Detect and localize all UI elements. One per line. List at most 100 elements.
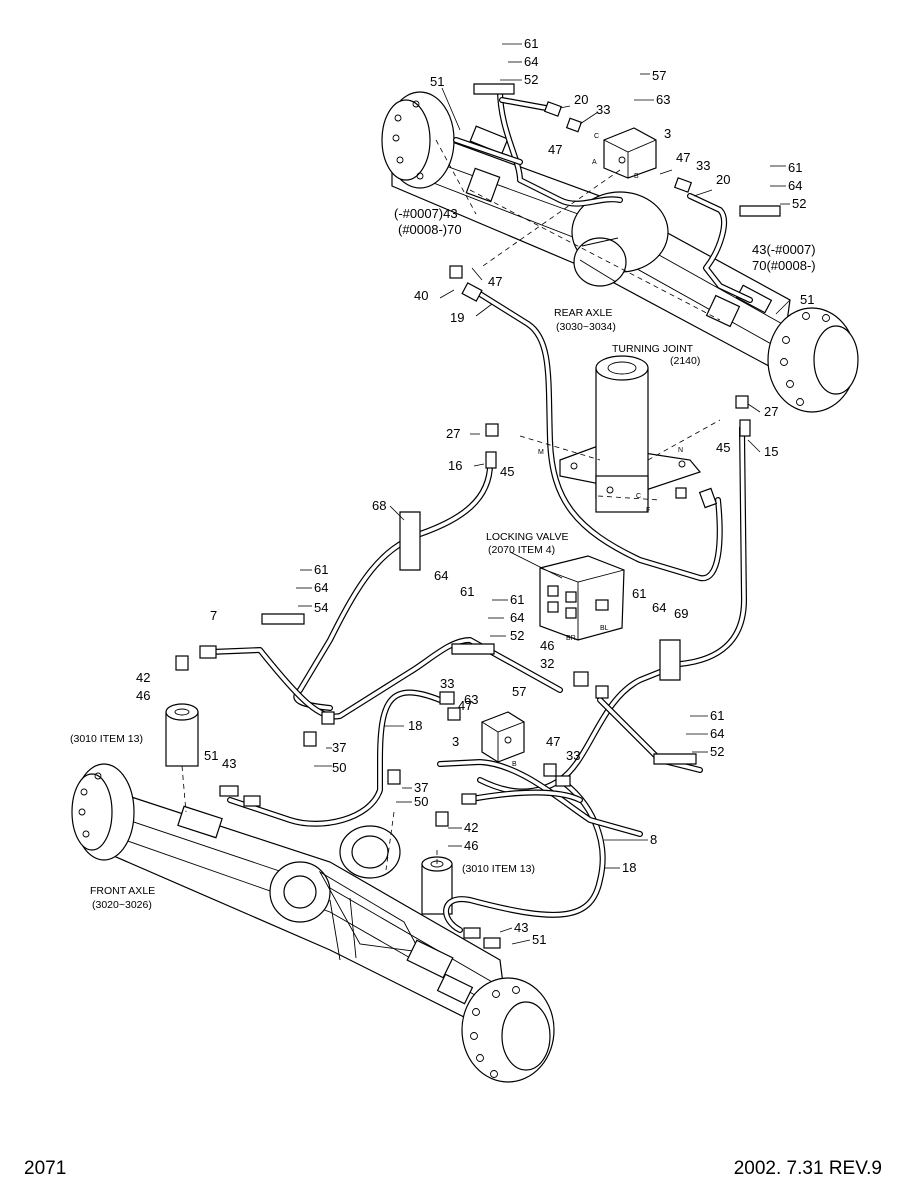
callout-46-b: 46 <box>540 638 554 653</box>
port-m: M <box>538 449 544 456</box>
callout-61-e: 61 <box>510 592 524 607</box>
turning-joint-assembly <box>559 355 702 513</box>
locking-valve-assembly <box>539 555 625 641</box>
callout-15: 15 <box>764 444 778 459</box>
block-upper <box>603 127 657 179</box>
callout-52-d: 52 <box>710 744 724 759</box>
callout-51-a: 51 <box>430 74 444 89</box>
callout-33-d: 33 <box>566 748 580 763</box>
callout-61-f: 61 <box>632 586 646 601</box>
port-f: F <box>646 507 650 514</box>
callout-47-b: 47 <box>676 150 690 165</box>
port-br: BR <box>566 635 576 642</box>
callout-54: 54 <box>314 600 328 615</box>
callout-43-b: 43 <box>514 920 528 935</box>
callout-32: 32 <box>540 656 554 671</box>
rear-axle-label: REAR AXLE <box>554 307 612 319</box>
callout-18-b: 18 <box>622 860 636 875</box>
callout-61-b: 61 <box>788 160 802 175</box>
callout-45-b: 45 <box>716 440 730 455</box>
callout-64-e: 64 <box>510 610 524 625</box>
callout-labels: 61 64 52 51 20 33 47 57 63 3 47 33 20 61… <box>136 36 814 947</box>
front-axle-ref: (3020~3026) <box>92 899 152 911</box>
callout-61-d: 61 <box>314 562 328 577</box>
port-letters: A B C M N C F BR BL B <box>512 133 683 768</box>
callout-64-g: 64 <box>710 726 724 741</box>
callout-50-a: 50 <box>332 760 346 775</box>
callout-37-a: 37 <box>332 740 346 755</box>
port-b: B <box>634 173 639 180</box>
variant-left-a: (-#0007)43 <box>394 206 458 221</box>
variant-labels: (-#0007)43 (#0008-)70 43(-#0007) 70(#000… <box>394 206 816 273</box>
callout-33-b: 33 <box>696 158 710 173</box>
callout-57-b: 57 <box>512 684 526 699</box>
rear-axle-ref: (3030~3034) <box>556 321 616 333</box>
locking-valve-ref: (2070 ITEM 4) <box>488 544 555 556</box>
callout-42-b: 42 <box>464 820 478 835</box>
variant-right-a: 43(-#0007) <box>752 242 816 257</box>
callout-69: 69 <box>674 606 688 621</box>
callout-8: 8 <box>650 832 657 847</box>
callout-27-b: 27 <box>764 404 778 419</box>
callout-33-a: 33 <box>596 102 610 117</box>
callout-64-a: 64 <box>524 54 538 69</box>
leader-lines <box>296 43 791 945</box>
callout-40: 40 <box>414 288 428 303</box>
callout-63-a: 63 <box>656 92 670 107</box>
cyl-ref-left: (3010 ITEM 13) <box>70 733 143 745</box>
callout-52-c: 52 <box>510 628 524 643</box>
callout-42-a: 42 <box>136 670 150 685</box>
cylinder-left <box>165 703 199 767</box>
port-a: A <box>592 159 597 166</box>
rear-axle-assembly <box>381 91 859 413</box>
callout-33-c: 33 <box>440 676 454 691</box>
callout-51-d: 51 <box>532 932 546 947</box>
port-b2: B <box>512 761 517 768</box>
callout-7: 7 <box>210 608 217 623</box>
fittings <box>175 101 751 949</box>
hose-network <box>207 87 753 933</box>
callout-61-c: 61 <box>460 584 474 599</box>
callout-64-b: 64 <box>788 178 802 193</box>
callout-37-b: 37 <box>414 780 428 795</box>
clamps <box>261 83 781 765</box>
port-c2: C <box>636 493 641 500</box>
callout-64-d: 64 <box>314 580 328 595</box>
cyl-ref-right: (3010 ITEM 13) <box>462 863 535 875</box>
callout-61-g: 61 <box>710 708 724 723</box>
callout-47-e: 47 <box>546 734 560 749</box>
reference-lines <box>181 139 721 871</box>
callout-47-c: 47 <box>488 274 502 289</box>
turning-joint-label: TURNING JOINT <box>612 343 694 355</box>
front-axle-label: FRONT AXLE <box>90 885 155 897</box>
locking-valve-label: LOCKING VALVE <box>486 531 568 543</box>
callout-52-b: 52 <box>792 196 806 211</box>
callout-20-a: 20 <box>574 92 588 107</box>
callout-18-a: 18 <box>408 718 422 733</box>
callout-61-a: 61 <box>524 36 538 51</box>
callout-52-a: 52 <box>524 72 538 87</box>
port-n: N <box>678 447 683 454</box>
callout-45-a: 45 <box>500 464 514 479</box>
callout-64-f: 64 <box>652 600 666 615</box>
block-lower <box>481 711 525 763</box>
callout-27-a: 27 <box>446 426 460 441</box>
turning-joint-ref: (2140) <box>670 355 700 367</box>
callout-57-a: 57 <box>652 68 666 83</box>
callout-64-c: 64 <box>434 568 448 583</box>
callout-47-a: 47 <box>548 142 562 157</box>
callout-63-b: 63 <box>464 692 478 707</box>
callout-46-c: 46 <box>464 838 478 853</box>
callout-51-c: 51 <box>204 748 218 763</box>
assembly-labels: REAR AXLE (3030~3034) TURNING JOINT (214… <box>70 307 700 911</box>
callout-20-b: 20 <box>716 172 730 187</box>
callout-47-d: 47 <box>458 698 472 713</box>
callout-46-a: 46 <box>136 688 150 703</box>
callout-16: 16 <box>448 458 462 473</box>
port-bl: BL <box>600 625 609 632</box>
port-c: C <box>594 133 599 140</box>
front-axle-assembly <box>71 763 555 1083</box>
callout-3-b: 3 <box>452 734 459 749</box>
callout-50-b: 50 <box>414 794 428 809</box>
